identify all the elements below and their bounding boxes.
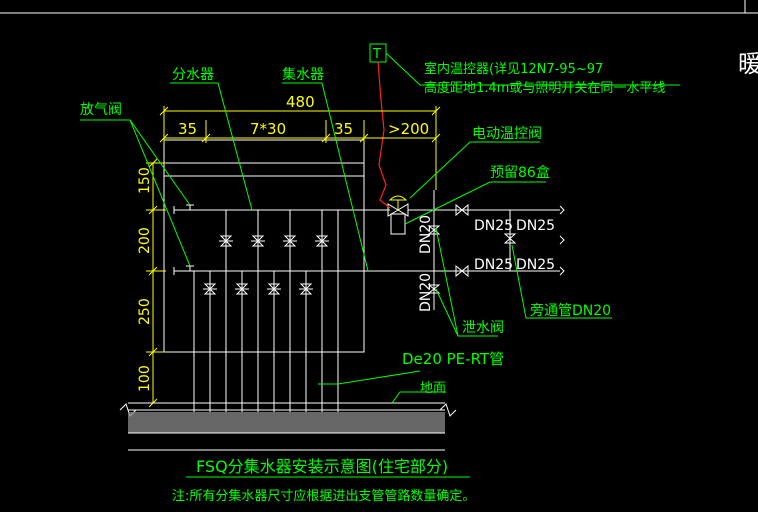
electric-valve-label: 电动温控阀 [472, 126, 542, 142]
bypass-label: 旁通管DN20 [530, 302, 611, 319]
dn25-lower-2: DN25 [516, 257, 555, 273]
dn20-lower: DN20 [418, 273, 434, 312]
supply-branch-valves [219, 235, 329, 247]
drawing-note: 注:所有分集水器尺寸应根据进出支管管路数量确定。 [172, 488, 475, 504]
return-branch-valves [203, 283, 313, 295]
manifold-cabinet [163, 139, 365, 353]
dim-total: 480 [286, 93, 315, 111]
leader-lines [80, 52, 680, 478]
reserved-box-label: 预留86盒 [490, 164, 550, 181]
air-vent-label: 放气阀 [80, 102, 122, 118]
supply-header [173, 204, 390, 214]
vdim-150: 150 [137, 167, 153, 194]
vdim-100: 100 [137, 365, 153, 392]
header-partial-text: 暖 [738, 50, 758, 78]
dn25-upper-2: DN25 [516, 218, 555, 234]
control-wire [377, 61, 391, 209]
dim-35-left: 35 [178, 120, 197, 138]
supply-branches [225, 210, 323, 412]
thermostat-note-2: 高度距地1.4m或与照明开关在同一水平线 [424, 80, 665, 96]
drawing-title: FSQ分集水器安装示意图(住宅部分) [196, 457, 448, 476]
dim-35-right: 35 [334, 120, 353, 138]
thermostat-symbol: T [372, 47, 381, 62]
dn25-upper-1: DN25 [474, 218, 513, 234]
dim-200: >200 [388, 120, 429, 138]
pipe-spec-label: De20 PE-RT管 [402, 350, 504, 368]
return-header [173, 265, 440, 275]
drain-valve-label: 泄水阀 [462, 320, 504, 336]
dn25-lower-1: DN25 [474, 257, 513, 273]
manifold-return-label: 集水器 [282, 66, 324, 83]
vdim-200: 200 [137, 227, 153, 254]
electric-thermal-valve [387, 195, 409, 235]
ground-label: 地面 [420, 381, 446, 396]
floor-slab [119, 402, 457, 451]
horizontal-dimensions [159, 106, 441, 190]
manifold-supply-label: 分水器 [172, 67, 214, 83]
thermostat-note-1: 室内温控器(详见12N7-95~97 [424, 61, 603, 77]
return-branches [193, 210, 339, 412]
dn20-upper: DN20 [418, 215, 434, 254]
dim-7x30: 7*30 [250, 120, 286, 138]
thermostat: T [369, 43, 391, 209]
vdim-250: 250 [137, 298, 153, 325]
